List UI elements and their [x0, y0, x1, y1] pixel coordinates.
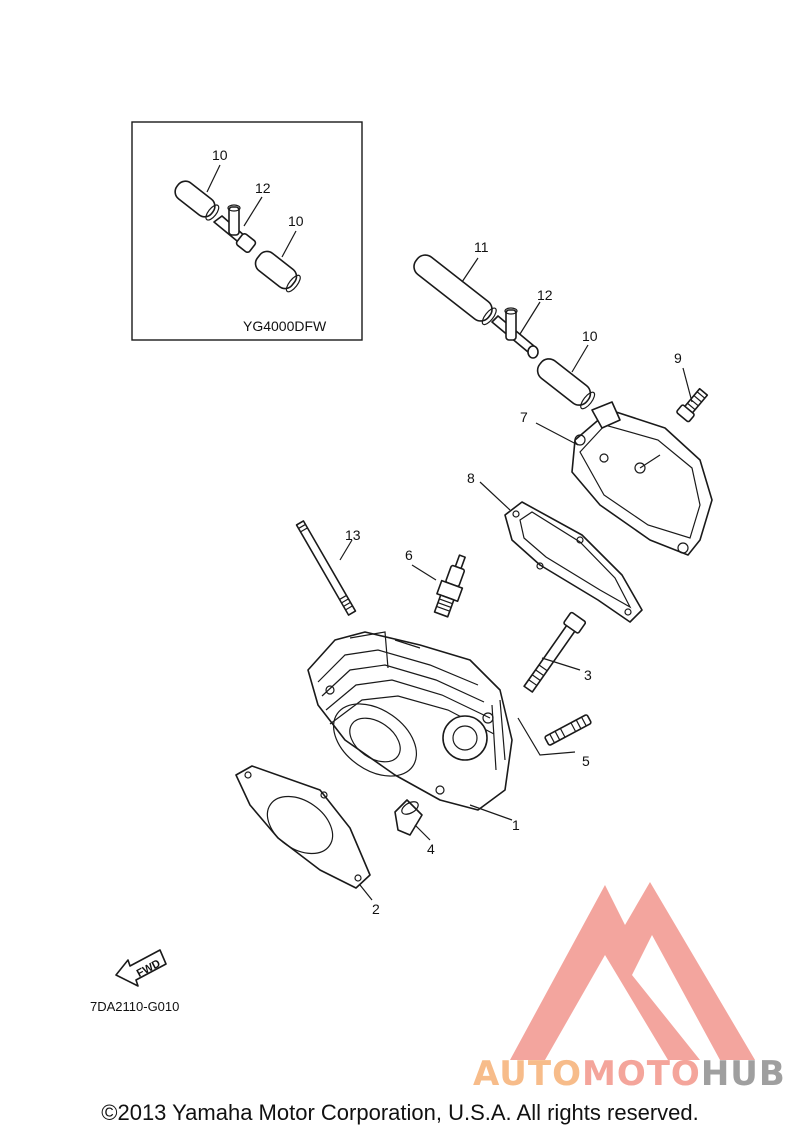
watermark-text-moto: MOTO — [582, 1054, 701, 1094]
watermark-triangle-mark — [510, 882, 755, 1060]
inset-hose-top — [174, 180, 220, 221]
callout-6: 6 — [405, 547, 413, 563]
part-head-cover-7 — [571, 401, 713, 556]
inset-callout-12: 12 — [255, 180, 271, 196]
diagram-code: 7DA2110-G010 — [90, 999, 179, 1014]
part-t-joint-12 — [491, 307, 539, 359]
part-gasket-2 — [235, 765, 371, 889]
fwd-arrow-icon — [115, 949, 167, 987]
inset-callout-10-top: 10 — [212, 147, 228, 163]
part-stud-5 — [544, 714, 592, 746]
callout-11: 11 — [474, 239, 489, 255]
part-bolt-9 — [676, 387, 709, 423]
part-bolt-3 — [523, 611, 587, 693]
watermark-text-hub: HUB — [701, 1054, 786, 1094]
callout-10: 10 — [582, 328, 598, 344]
inset-t-joint — [213, 204, 257, 254]
part-stud-13 — [295, 520, 357, 616]
callout-7: 7 — [520, 409, 528, 425]
callout-9: 9 — [674, 350, 682, 366]
callout-2: 2 — [372, 901, 380, 917]
inset-box: 10 12 10 YG4000DFW — [131, 121, 363, 341]
fwd-direction-marker: FWD — [115, 949, 167, 987]
callout-8: 8 — [467, 470, 475, 486]
watermark-logo: AUTOMOTOHUB — [473, 882, 786, 1094]
part-hose-10 — [536, 358, 596, 410]
copyright-notice: ©2013 Yamaha Motor Corporation, U.S.A. A… — [101, 1100, 699, 1125]
part-gasket-8 — [504, 501, 643, 623]
inset-hose-bottom — [254, 250, 301, 293]
inset-model-label: YG4000DFW — [243, 318, 327, 334]
part-hose-11 — [413, 254, 497, 326]
callout-4: 4 — [427, 841, 435, 857]
callout-5: 5 — [582, 753, 590, 769]
callout-3: 3 — [584, 667, 592, 683]
part-dowel-4 — [394, 799, 423, 836]
callout-1: 1 — [512, 817, 520, 833]
callout-13: 13 — [345, 527, 361, 543]
part-cylinder-head-1 — [307, 631, 513, 811]
callout-12: 12 — [537, 287, 553, 303]
callout-leaders — [339, 257, 693, 901]
watermark-text-auto: AUTO — [473, 1054, 582, 1094]
svg-text:AUTOMOTOHUB: AUTOMOTOHUB — [473, 1054, 786, 1094]
part-spark-plug-6 — [433, 554, 466, 618]
inset-callout-10-bottom: 10 — [288, 213, 304, 229]
